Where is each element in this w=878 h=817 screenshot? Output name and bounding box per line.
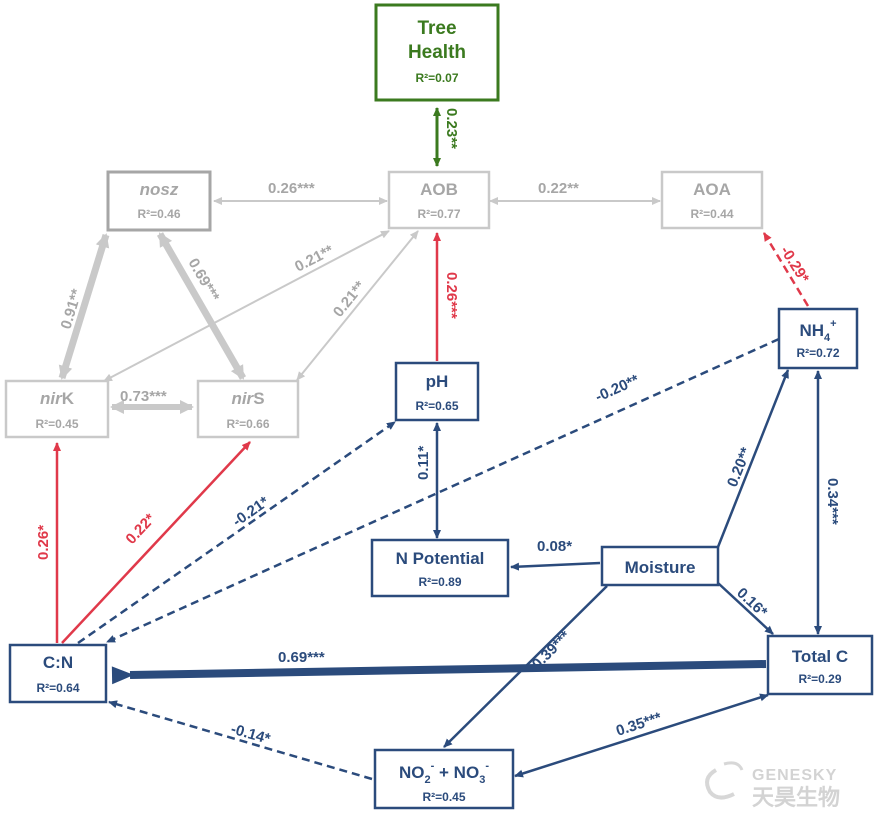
node-tree-health: Tree Health R²=0.07 <box>374 3 500 102</box>
edge-label-no-cn: -0.14* <box>229 721 272 748</box>
node-nh4: NH4+ R²=0.72 <box>777 307 859 370</box>
svg-text:C:N: C:N <box>43 653 73 672</box>
svg-text:pH: pH <box>426 372 449 391</box>
edge-label-ph-npot: 0.11* <box>415 446 432 480</box>
edge-label-cn-ph: -0.21* <box>230 493 273 530</box>
edge-label-nh4-aoa: -0.29* <box>777 243 813 286</box>
svg-text:R²=0.64: R²=0.64 <box>36 681 79 695</box>
node-aoa: AOA R²=0.44 <box>660 170 764 230</box>
svg-text:AOA: AOA <box>693 180 731 199</box>
watermark-chinese: 天昊生物 <box>752 785 840 810</box>
watermark-brand: GENESKY <box>752 767 837 784</box>
edge-nosz-nirs <box>156 232 247 380</box>
edge-label-nh4-totalc: 0.34*** <box>824 478 841 525</box>
edge-no-cn <box>108 700 373 781</box>
node-cn: C:N R²=0.64 <box>8 643 108 704</box>
svg-text:Health: Health <box>408 42 466 63</box>
node-nosz: nosz R²=0.46 <box>106 170 212 232</box>
edge-moist-npot <box>510 561 601 571</box>
svg-text:R²=0.72: R²=0.72 <box>796 346 839 360</box>
genesky-logo-icon <box>705 761 744 800</box>
node-nirs: nirS R²=0.66 <box>196 379 300 439</box>
svg-text:R²=0.29: R²=0.29 <box>798 672 841 686</box>
svg-text:R²=0.45: R²=0.45 <box>422 790 465 804</box>
edge-moist-nh4 <box>716 369 790 548</box>
svg-text:NO2- + NO3-: NO2- + NO3- <box>399 760 489 786</box>
svg-text:N Potential: N Potential <box>396 549 485 568</box>
edge-nirs-aob <box>296 230 419 381</box>
node-moisture: Moisture <box>600 545 720 587</box>
node-total-c: Total C R²=0.29 <box>766 634 874 696</box>
edge-nh4-cn <box>106 337 780 644</box>
edge-label-cn-nirk: 0.26* <box>35 525 52 560</box>
svg-text:R²=0.89: R²=0.89 <box>418 575 461 589</box>
edge-totalc-cn <box>111 660 767 685</box>
edge-nh4-aoa <box>762 232 810 307</box>
edge-moist-totalc <box>717 582 774 635</box>
svg-text:R²=0.66: R²=0.66 <box>226 417 269 431</box>
edge-cn-nirs <box>61 441 251 644</box>
edge-label-ph-aob: 0.26*** <box>443 272 460 319</box>
genesky-watermark: GENESKY 天昊生物 <box>705 761 840 810</box>
edge-nirk-nosz <box>58 233 110 380</box>
svg-text:R²=0.46: R²=0.46 <box>137 207 180 221</box>
node-aob: AOB R²=0.77 <box>387 170 491 230</box>
svg-text:Total C: Total C <box>792 647 848 666</box>
svg-text:Tree: Tree <box>417 18 456 39</box>
svg-text:R²=0.44: R²=0.44 <box>690 207 733 221</box>
svg-text:nirK: nirK <box>40 389 75 408</box>
svg-text:nosz: nosz <box>140 180 179 199</box>
svg-text:Moisture: Moisture <box>625 558 696 577</box>
edge-label-cn-nirs: 0.22* <box>122 510 158 547</box>
svg-text:nirS: nirS <box>231 389 264 408</box>
node-ph: pH R²=0.65 <box>394 361 480 422</box>
svg-text:R²=0.65: R²=0.65 <box>415 399 458 413</box>
svg-text:R²=0.07: R²=0.07 <box>415 71 458 85</box>
edge-label-moist-npot: 0.08* <box>537 538 572 555</box>
node-nirk: nirK R²=0.45 <box>4 379 110 439</box>
edge-label-nirk-nirs: 0.73*** <box>120 388 167 405</box>
node-no2-no3: NO2- + NO3- R²=0.45 <box>373 748 515 810</box>
node-n-potential: N Potential R²=0.89 <box>370 538 510 598</box>
svg-text:R²=0.45: R²=0.45 <box>35 417 78 431</box>
edge-label-aob-tree: 0.23** <box>443 108 460 149</box>
svg-text:NH4+: NH4+ <box>799 318 836 344</box>
edge-label-totalc-cn: 0.69*** <box>278 649 325 666</box>
edge-no-totalc <box>514 693 769 778</box>
edge-label-aob-aoa: 0.22** <box>538 180 579 197</box>
svg-text:R²=0.77: R²=0.77 <box>417 207 460 221</box>
svg-text:AOB: AOB <box>420 180 458 199</box>
edge-label-nh4-cn: -0.20** <box>593 371 642 405</box>
edge-label-nosz-aob: 0.26*** <box>268 180 315 197</box>
